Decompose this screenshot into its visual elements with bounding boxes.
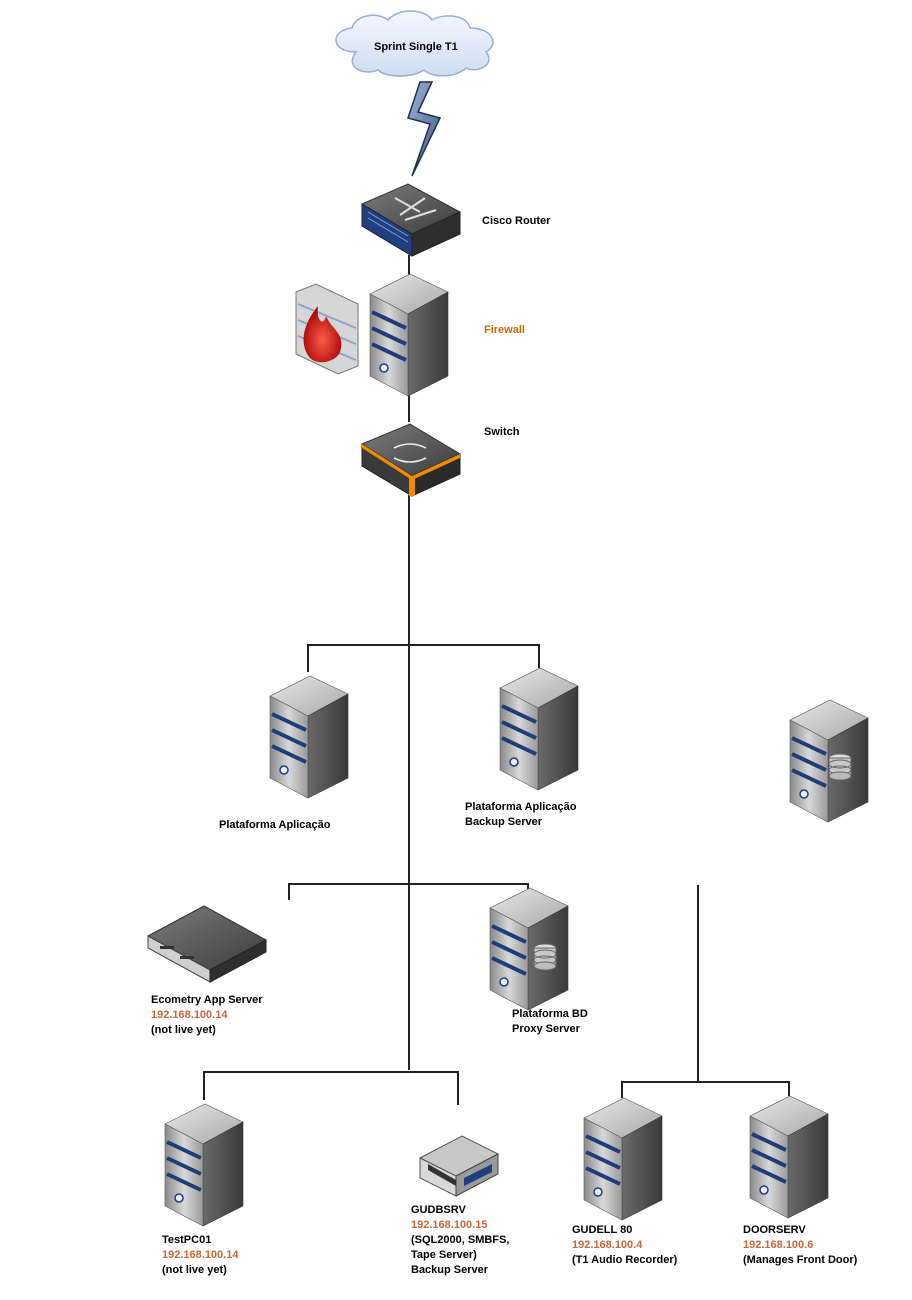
node-name: Plataforma BD — [512, 1008, 588, 1020]
router-icon — [360, 183, 462, 257]
node-note: (T1 Audio Recorder) — [572, 1254, 678, 1266]
router-label: Cisco Router — [482, 215, 551, 227]
database-server-icon — [788, 698, 870, 824]
lightning-bolt-icon — [407, 81, 442, 177]
node-name: DOORSERV — [743, 1224, 806, 1236]
node-name: TestPC01 — [162, 1234, 212, 1246]
plataforma-aplicacao-label: Plataforma Aplicação — [219, 818, 330, 833]
cloud-icon — [335, 10, 494, 77]
node-note: (not live yet) — [151, 1024, 216, 1036]
node-ip: 192.168.100.15 — [411, 1219, 488, 1231]
plataforma-bd-server-icon — [488, 886, 570, 1012]
switch-label: Switch — [484, 426, 520, 438]
firewall-icon — [295, 283, 359, 375]
switch-accent-stripe — [362, 444, 412, 480]
gudell80-label: GUDELL 80 192.168.100.4 (T1 Audio Record… — [572, 1223, 677, 1268]
plataforma-bd-label: Plataforma BD Proxy Server — [512, 1007, 588, 1037]
node-note: (SQL2000, SMBFS, — [411, 1234, 510, 1246]
node-name: Ecometry App Server — [151, 994, 263, 1006]
node-note: Tape Server) — [411, 1249, 477, 1261]
node-name: Plataforma Aplicação — [219, 819, 331, 831]
connection-lines — [203, 255, 790, 1105]
plataforma-aplicacao-backup-label: Plataforma Aplicação Backup Server — [465, 800, 576, 830]
gudbsrv-label: GUDBSRV 192.168.100.15 (SQL2000, SMBFS, … — [411, 1203, 509, 1278]
node-ip: 192.168.100.6 — [743, 1239, 814, 1251]
node-note: Backup Server — [411, 1264, 489, 1276]
node-name: GUDELL 80 — [572, 1224, 633, 1236]
cloud-label: Sprint Single T1 — [374, 41, 458, 53]
tape-drive-icon — [418, 1135, 500, 1197]
node-note: (Manages Front Door) — [743, 1254, 858, 1266]
node-ip: 192.168.100.14 — [151, 1009, 228, 1021]
doorserv-server-icon — [748, 1094, 830, 1220]
node-note: (not live yet) — [162, 1264, 227, 1276]
rack-server-icon — [146, 905, 268, 983]
node-subtitle: Backup Server — [465, 816, 543, 828]
firewall-label: Firewall — [484, 324, 525, 336]
node-subtitle: Proxy Server — [512, 1023, 580, 1035]
plataforma-aplicacao-server-icon — [268, 674, 350, 800]
plataforma-aplicacao-backup-server-icon — [498, 666, 580, 792]
doorserv-label: DOORSERV 192.168.100.6 (Manages Front Do… — [743, 1223, 857, 1268]
testpc01-server-icon — [163, 1102, 245, 1228]
node-ip: 192.168.100.4 — [572, 1239, 643, 1251]
testpc01-label: TestPC01 192.168.100.14 (not live yet) — [162, 1233, 238, 1278]
ecometry-label: Ecometry App Server 192.168.100.14 (not … — [151, 993, 262, 1038]
node-name: Plataforma Aplicação — [465, 801, 577, 813]
node-ip: 192.168.100.14 — [162, 1249, 239, 1261]
switch-icon — [360, 423, 462, 497]
node-name: GUDBSRV — [411, 1204, 466, 1216]
gudell80-server-icon — [582, 1096, 664, 1222]
